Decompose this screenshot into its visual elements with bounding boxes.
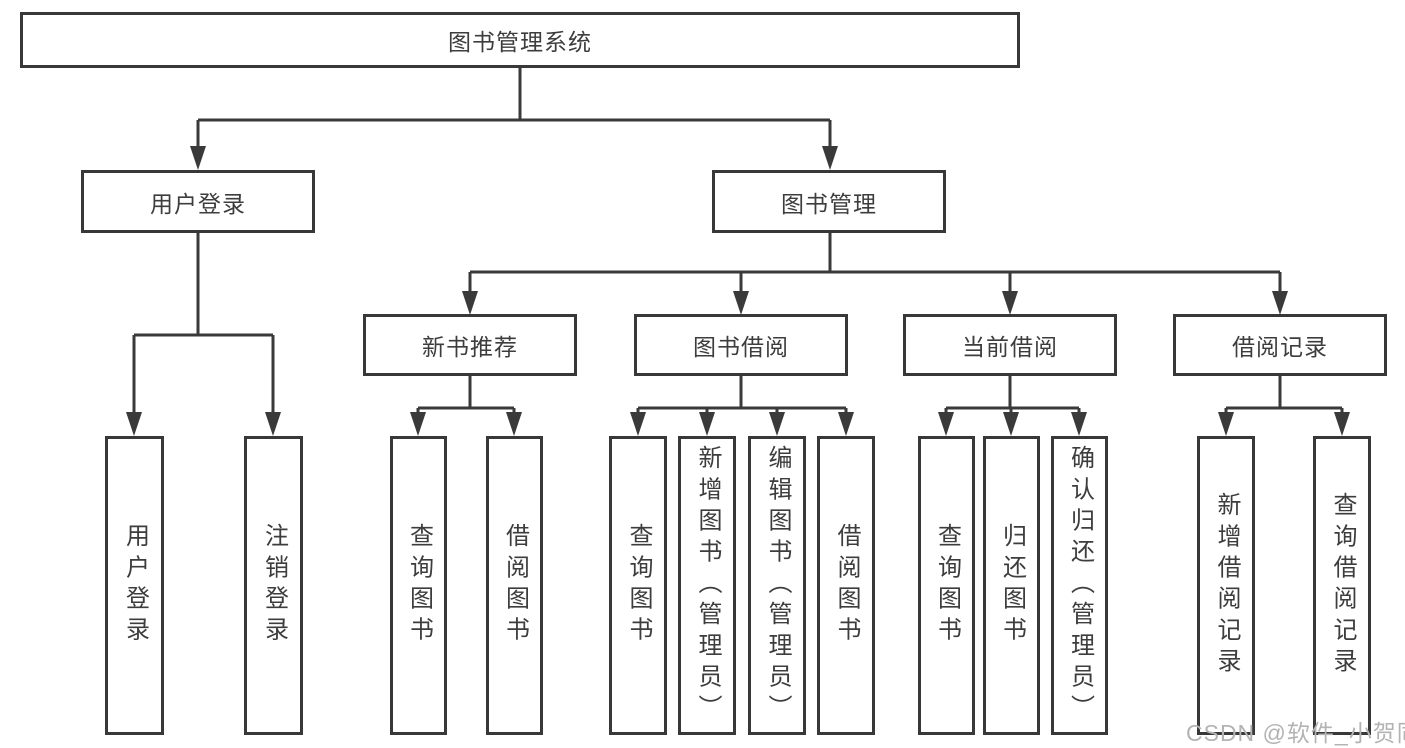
leaf-label: 查询图书: [625, 523, 652, 648]
leaf-return-books: 归还图书: [983, 436, 1040, 735]
leaf-borrow-books-2: 借阅图书: [817, 436, 875, 735]
leaf-query-books-3: 查询图书: [918, 436, 975, 735]
leaf-label: 编辑图书（管理员）: [764, 445, 791, 726]
leaf-user-login: 用户登录: [105, 436, 164, 735]
node-book-borrowing: 图书借阅: [634, 314, 848, 376]
leaf-query-books-2: 查询图书: [609, 436, 667, 735]
leaf-label: 新增借阅记录: [1213, 491, 1240, 680]
node-book-management: 图书管理: [712, 170, 946, 233]
leaf-label: 借阅图书: [501, 523, 529, 648]
node-current-borrowing: 当前借阅: [903, 314, 1117, 376]
leaf-label: 新增图书（管理员）: [694, 445, 721, 726]
leaf-edit-books-admin: 编辑图书（管理员）: [748, 436, 806, 735]
node-user-login: 用户登录: [81, 170, 315, 233]
leaf-label: 确认归还（管理员）: [1066, 445, 1094, 726]
leaf-label: 归还图书: [998, 523, 1026, 648]
leaf-label: 查询借阅记录: [1329, 491, 1356, 680]
leaf-label: 注销登录: [260, 523, 288, 648]
leaf-add-borrow-record: 新增借阅记录: [1197, 436, 1255, 735]
leaf-logout: 注销登录: [244, 436, 303, 735]
leaf-label: 借阅图书: [833, 523, 860, 648]
leaf-borrow-books-1: 借阅图书: [486, 436, 543, 735]
leaf-label: 查询图书: [405, 523, 433, 648]
leaf-label: 用户登录: [121, 523, 149, 648]
node-borrowing-records: 借阅记录: [1173, 314, 1387, 376]
csdn-watermark: CSDN @软件_小贺同学: [1186, 720, 1405, 746]
leaf-label: 查询图书: [933, 523, 961, 648]
node-library-system: 图书管理系统: [20, 12, 1020, 68]
node-new-book-recommend: 新书推荐: [363, 314, 577, 376]
leaf-query-books-1: 查询图书: [390, 436, 447, 735]
leaf-query-borrow-record: 查询借阅记录: [1313, 436, 1371, 735]
leaf-add-books-admin: 新增图书（管理员）: [678, 436, 736, 735]
leaf-confirm-return-admin: 确认归还（管理员）: [1051, 436, 1108, 735]
